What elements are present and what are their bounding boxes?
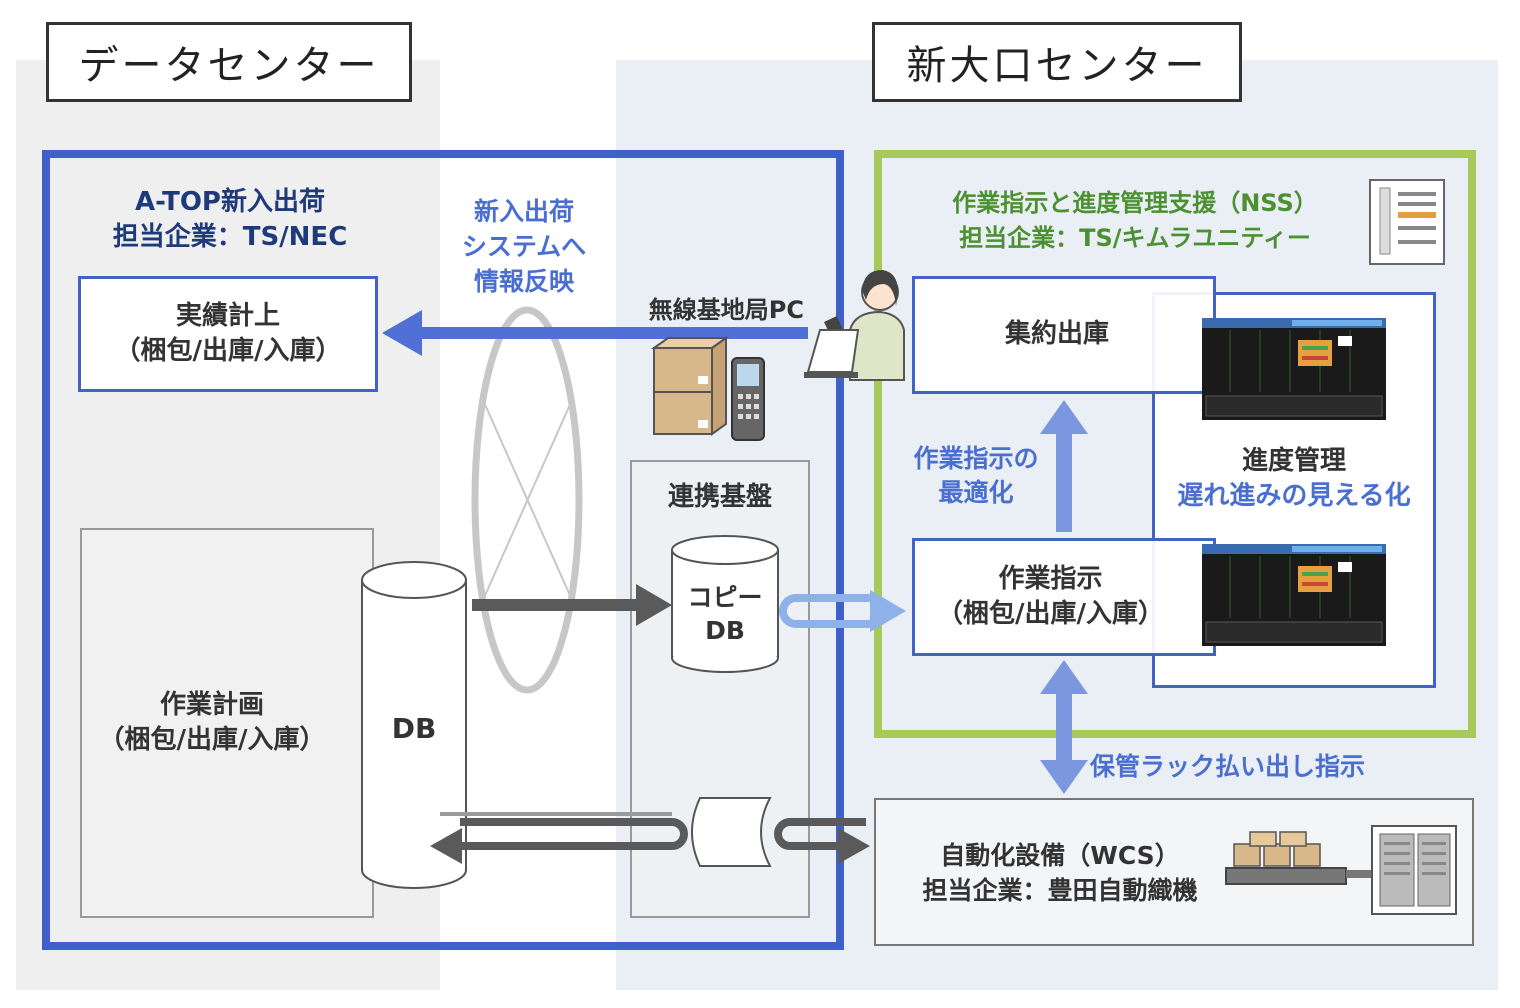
work-plan-line1: 作業計画 xyxy=(159,689,264,720)
optimize-label: 作業指示の 最適化 xyxy=(888,442,1064,510)
shin-oguchi-center-label: 新大口センター xyxy=(872,22,1242,102)
consolidated-box: 集約出庫 xyxy=(912,276,1216,394)
rack-instruction-arrow xyxy=(1040,660,1088,794)
db-label: DB xyxy=(391,712,437,745)
atop-frame xyxy=(42,150,844,950)
wcs-line1: 自動化設備（WCS） xyxy=(940,841,1180,870)
nss-title-block: 作業指示と進度管理支援（NSS） 担当企業：TS/キムラユニティー xyxy=(900,186,1370,256)
reflect-label: 新入出荷 システムへ 情報反映 xyxy=(440,194,608,299)
results-line1: 実績計上 xyxy=(175,300,280,331)
progress-subtitle: 遅れ進みの見える化 xyxy=(1177,481,1411,512)
reflect-arrow xyxy=(382,310,808,356)
nss-title: 作業指示と進度管理支援（NSS） xyxy=(952,189,1318,217)
cardboard-boxes-icon xyxy=(650,336,730,436)
wireless-pc-label: 無線基地局PC xyxy=(648,296,804,324)
monitor-screen-icon xyxy=(1202,318,1386,420)
tape-icon xyxy=(691,797,772,867)
wcs-return-arrow xyxy=(430,812,688,864)
work-plan-line2: （梱包/出庫/入庫） xyxy=(98,725,326,755)
shin-oguchi-text: 新大口センター xyxy=(906,43,1208,89)
work-plan-box: 作業計画 （梱包/出庫/入庫） xyxy=(80,528,374,918)
work-instruction-line1: 作業指示 xyxy=(998,563,1103,594)
wcs-line2: 担当企業：豊田自動織機 xyxy=(922,876,1198,905)
conveyor-icon xyxy=(1225,831,1372,885)
copy-to-instruction-arrow xyxy=(779,590,906,632)
network-ellipse-icon xyxy=(471,306,583,694)
progress-title: 進度管理 xyxy=(1241,446,1346,476)
nss-frame xyxy=(874,150,1476,738)
monitor-screen-icon xyxy=(1202,544,1386,646)
copy-db-line1: コピー xyxy=(687,583,763,612)
optimize-line2: 最適化 xyxy=(938,477,1014,507)
reflect-line3: 情報反映 xyxy=(473,267,574,296)
copy-db-label: コピー DB xyxy=(672,582,778,647)
person-with-pc-icon xyxy=(804,270,905,381)
atop-title-block: A-TOP新入出荷 担当企業：TS/NEC xyxy=(60,185,400,255)
handheld-scanner-icon xyxy=(731,357,765,441)
db-cylinder-icon xyxy=(361,561,467,889)
atop-title: A-TOP新入出荷 xyxy=(135,187,325,217)
work-instruction-box: 作業指示 （梱包/出庫/入庫） xyxy=(912,538,1216,656)
reflect-line2: システムへ xyxy=(461,232,587,261)
db-copy-arrow xyxy=(472,584,672,626)
optimize-arrow xyxy=(1040,400,1088,532)
wcs-text: 自動化設備（WCS） 担当企業：豊田自動織機 xyxy=(880,838,1240,908)
copy-db-line2: DB xyxy=(705,615,745,645)
optimize-line1: 作業指示の xyxy=(913,444,1039,473)
wcs-server-icon xyxy=(1371,825,1457,915)
integration-title: 連携基盤 xyxy=(667,482,772,512)
copy-db-cylinder-icon xyxy=(671,535,779,673)
results-line2: （梱包/出庫/入庫） xyxy=(114,336,342,366)
atop-company: 担当企業：TS/NEC xyxy=(112,222,348,253)
work-instruction-line2: （梱包/出庫/入庫） xyxy=(937,599,1164,629)
wcs-send-arrow xyxy=(774,818,870,864)
data-center-label: データセンター xyxy=(46,22,412,102)
server-rack-icon xyxy=(1369,179,1445,265)
rack-instruction-label: 保管ラック払い出し指示 xyxy=(1090,752,1366,781)
nss-company: 担当企業：TS/キムラユニティー xyxy=(959,223,1311,252)
reflect-line1: 新入出荷 xyxy=(473,197,574,226)
progress-text: 進度管理 遅れ進みの見える化 xyxy=(1152,444,1436,514)
consolidated-text: 集約出庫 xyxy=(1005,319,1110,350)
data-center-text: データセンター xyxy=(78,43,380,89)
results-box: 実績計上 （梱包/出庫/入庫） xyxy=(78,276,378,392)
